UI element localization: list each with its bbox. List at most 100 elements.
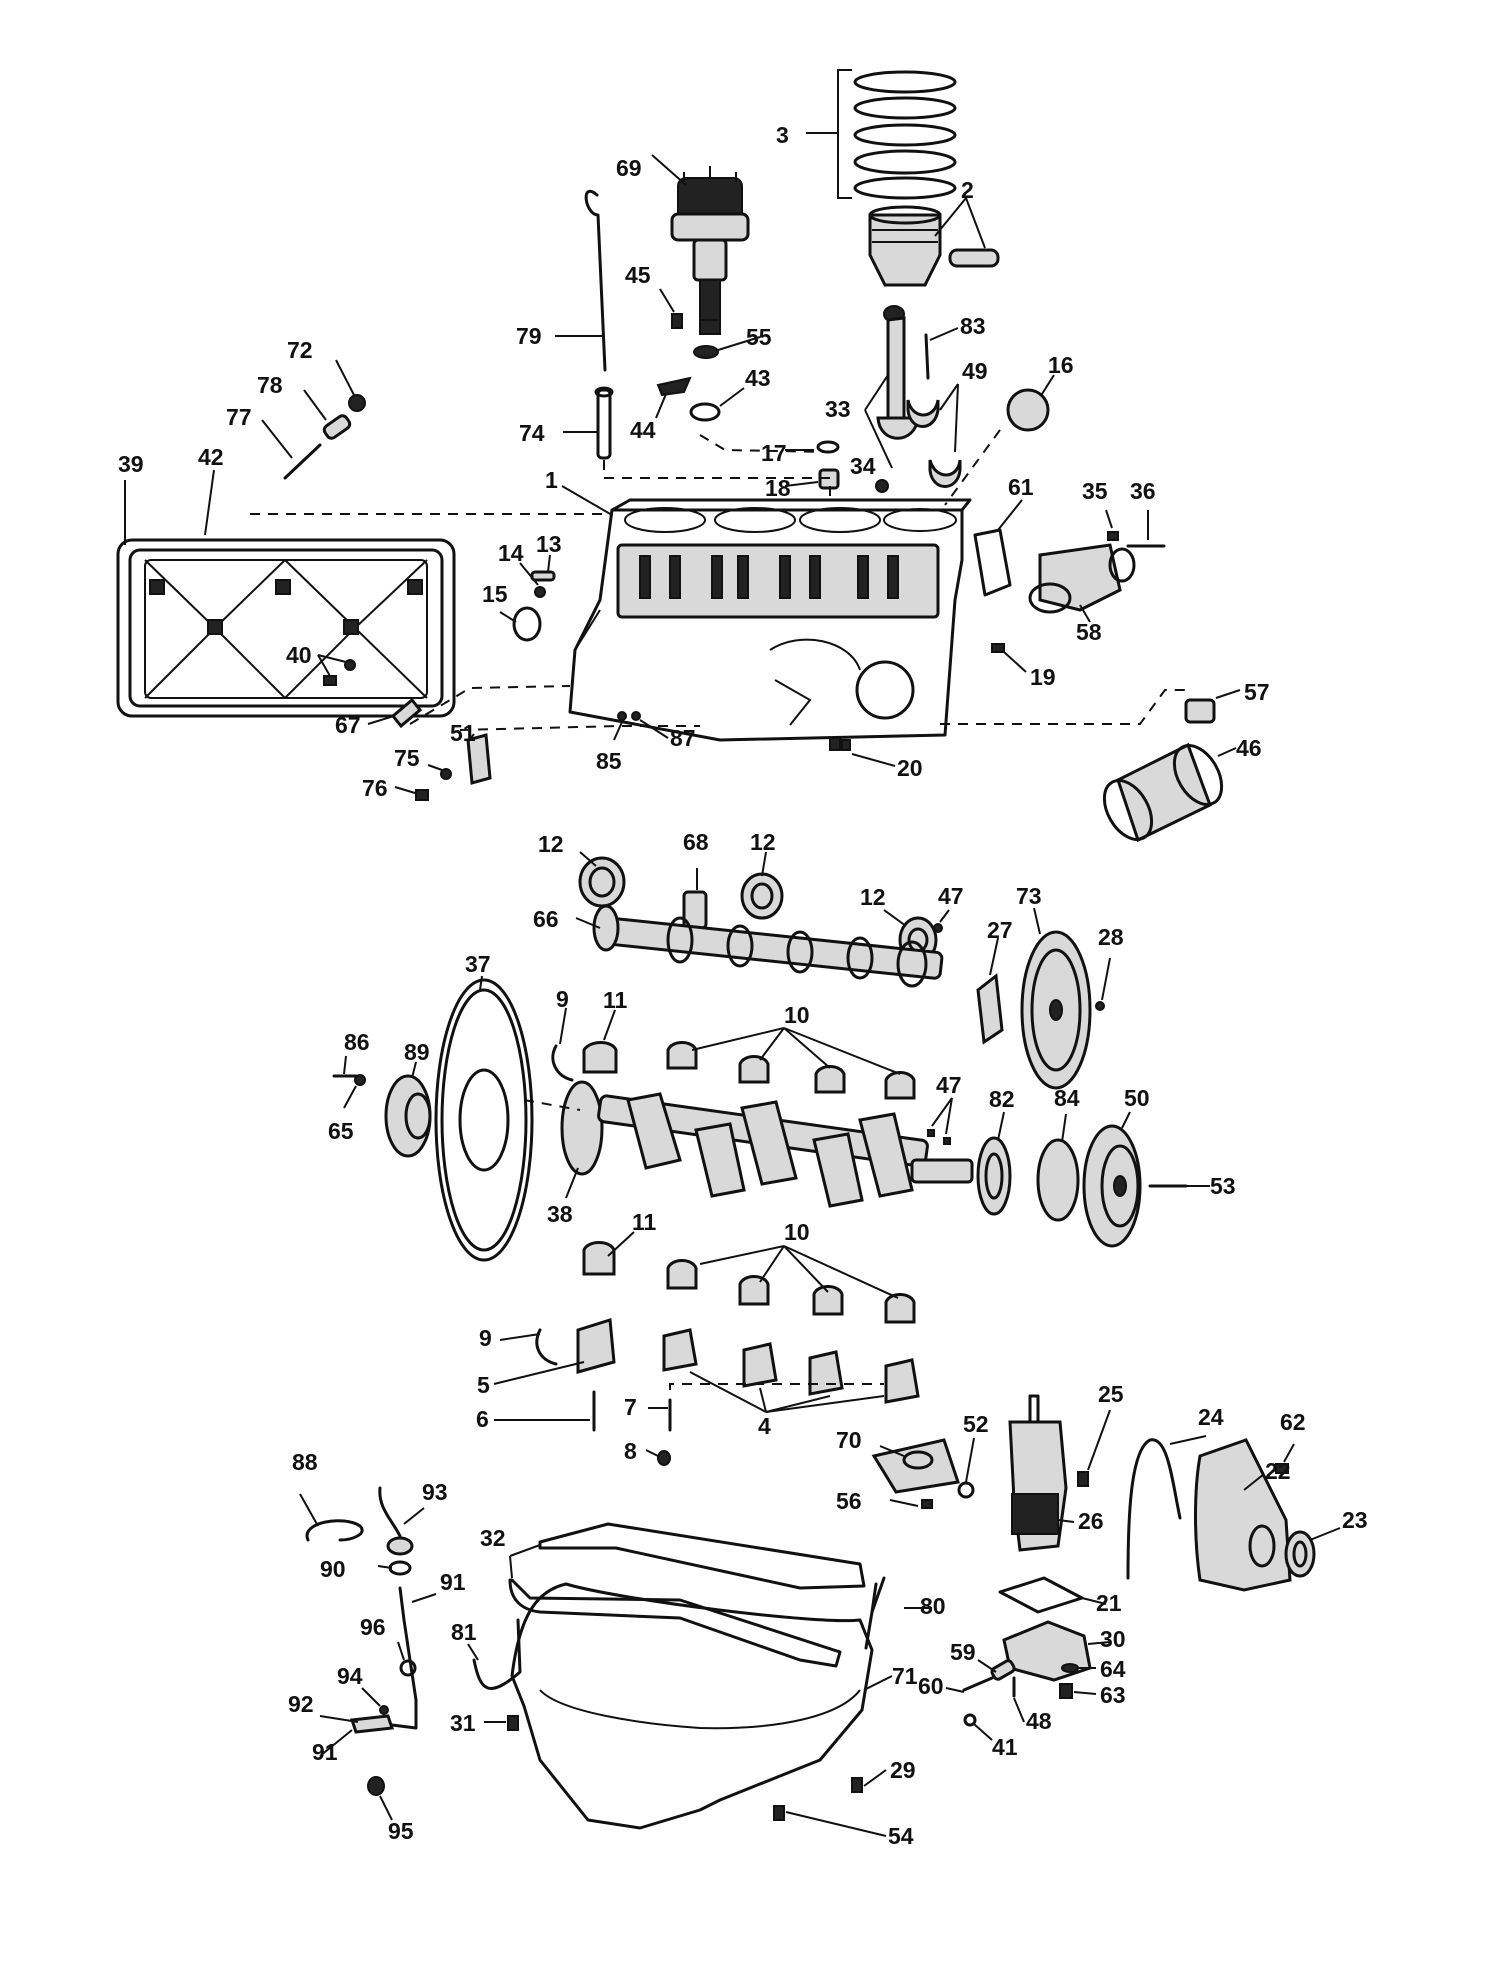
callout-label: 52 [963,1411,989,1437]
oil-pan-gasket [508,1522,866,1668]
drain-plug [394,764,452,801]
callout-label: 16 [1048,352,1074,378]
callout-label: 40 [286,642,312,668]
callout-label: 23 [1342,1507,1368,1533]
crank-keys [927,1097,953,1145]
callout-label: 4 [758,1413,771,1439]
callout-label: 31 [450,1710,476,1736]
callout-label: 87 [670,725,696,751]
callout-label: 68 [683,829,709,855]
callout-label: 28 [1098,924,1124,950]
callout-label: 41 [992,1734,1018,1760]
callout-label: 9 [556,986,569,1012]
callout-label: 59 [950,1639,976,1665]
timing-cover-seal [1284,1527,1341,1578]
callout-label: 62 [1280,1409,1306,1435]
callout-label: 70 [836,1427,862,1453]
callout-label: 83 [960,313,986,339]
callout-label: 13 [536,531,562,557]
alignment-lines-top [250,429,1186,731]
callout-label: 77 [226,404,252,430]
water-pump-gasket [973,499,1023,597]
callout-label: 12 [750,829,776,855]
callout-label: 64 [1100,1656,1126,1682]
callout-label: 67 [335,712,361,738]
block-small-parts [499,554,556,642]
callout-label: 21 [1096,1590,1122,1616]
callout-label: 18 [765,475,791,501]
timing-cover-gasket [1126,1435,1207,1580]
piston [868,197,1000,287]
callout-label: 53 [1210,1173,1236,1199]
callout-label: 5 [477,1372,490,1398]
callout-label: 20 [897,755,923,781]
cover-bolts [317,654,356,686]
callout-label: 37 [465,951,491,977]
connecting-rod [864,305,920,469]
callout-label: 91 [312,1739,338,1765]
rod-bearings [906,383,962,488]
front-pan-seal [467,1618,522,1690]
key-upper [933,923,943,933]
callout-label: 45 [625,262,651,288]
callout-label: 10 [784,1002,810,1028]
harmonic-balancer [1082,1111,1142,1248]
callout-label: 15 [482,581,508,607]
callout-label: 47 [938,883,964,909]
retaining-ring [299,1493,364,1542]
rod-bolt [924,327,959,380]
callout-label: 39 [118,451,144,477]
callout-label: 14 [498,540,524,566]
dipstick-tube [563,386,614,460]
callout-label: 17 [761,440,787,466]
pump-cover-bolts [1059,1663,1097,1699]
callout-label: 72 [287,337,313,363]
pan-bolts [484,1715,887,1837]
callout-label: 10 [784,1219,810,1245]
drain-cock [991,643,1027,673]
cap-bolt [494,1390,596,1432]
cover-screw [1275,1443,1295,1474]
callout-label: 48 [1026,1708,1052,1734]
callout-label: 65 [328,1118,354,1144]
thrust-plate [976,937,1004,1045]
dipstick [555,189,607,372]
alignment-lines-middle [523,1099,581,1111]
oil-slinger [1036,1113,1080,1222]
flywheel [434,975,534,1262]
callout-label: 1 [545,467,558,493]
cam-gear-bolt [1095,957,1111,1011]
camshaft [575,904,944,988]
callout-label: 51 [450,720,476,746]
callout-label: 86 [344,1029,370,1055]
callout-label: 76 [362,775,388,801]
main-bearings-lower [582,1231,916,1324]
callout-label: 55 [746,324,772,350]
callout-label: 82 [989,1086,1015,1112]
oil-pump-drive [871,1437,975,1509]
callout-label: 12 [538,831,564,857]
callout-label: 84 [1054,1085,1080,1111]
key-upper-leader [939,909,950,923]
callout-label: 94 [337,1663,363,1689]
cam-gear [1020,907,1092,1090]
rear-main-cap [493,1318,616,1385]
piston-rings [806,69,957,200]
callout-label: 29 [890,1757,916,1783]
main-bearings-upper [666,1027,916,1100]
callout-label: 63 [1100,1682,1126,1708]
callout-label: 22 [1265,1458,1291,1484]
callout-label: 92 [288,1691,314,1717]
callout-label: 93 [422,1479,448,1505]
callout-label: 34 [850,453,876,479]
callout-label: 78 [257,372,283,398]
callout-label: 26 [1078,1508,1104,1534]
callout-label: 89 [404,1039,430,1065]
crankshaft [560,1080,974,1208]
cylinder-block [561,485,972,742]
callout-label: 6 [476,1406,489,1432]
callout-label: 42 [198,444,224,470]
oil-filter [1102,742,1237,843]
oil-pickup-float [377,1486,437,1603]
